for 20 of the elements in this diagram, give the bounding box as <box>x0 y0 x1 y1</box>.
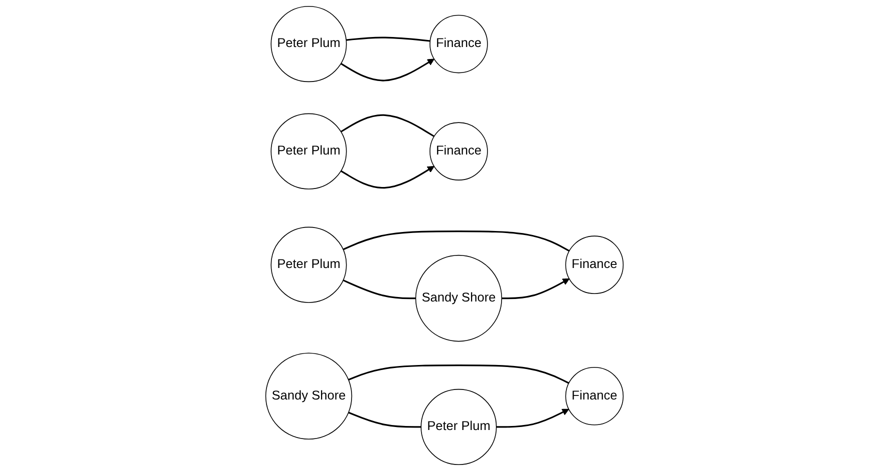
connector <box>346 36 430 42</box>
node-circle: Finance <box>429 14 488 74</box>
node-circle: Finance <box>564 366 624 426</box>
node-circle: Peter Plum <box>270 113 346 190</box>
arrow <box>340 166 434 189</box>
node-circle: Sandy Shore <box>264 352 352 440</box>
connector <box>348 412 421 428</box>
connector <box>342 230 570 252</box>
node-circle: Peter Plum <box>420 388 496 465</box>
node-circle: Finance <box>429 122 488 180</box>
node-circle: Finance <box>564 236 624 294</box>
node-circle: Peter Plum <box>270 6 346 82</box>
connector <box>340 114 434 138</box>
arrow <box>496 408 569 428</box>
arrow <box>340 58 434 82</box>
connector <box>342 279 416 300</box>
connector <box>348 364 569 384</box>
arrow <box>501 278 570 300</box>
node-circle: Peter Plum <box>270 226 346 303</box>
node-circle: Sandy Shore <box>414 254 502 342</box>
